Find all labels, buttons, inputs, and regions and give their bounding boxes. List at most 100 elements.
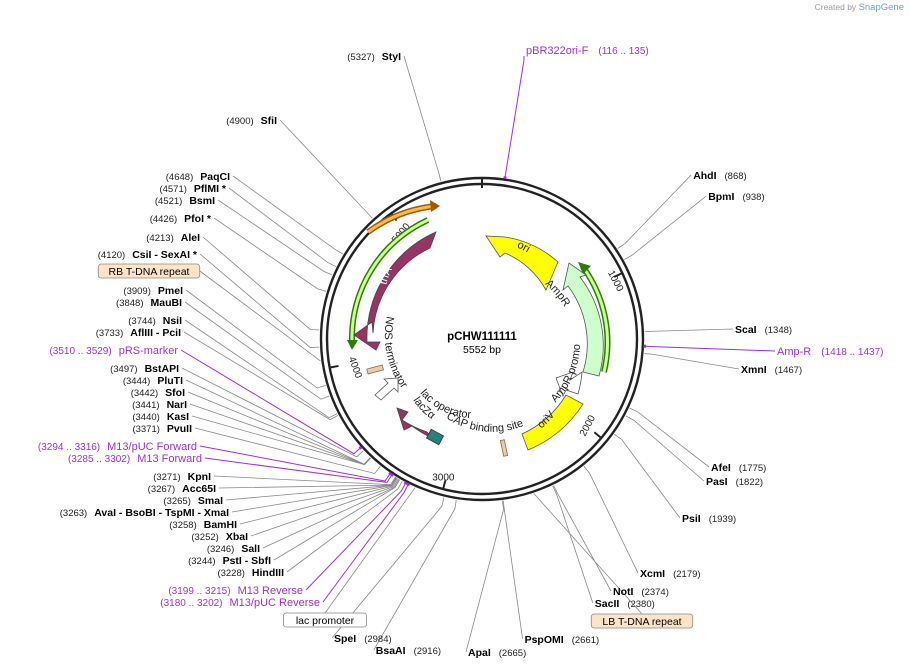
site-pfoi[interactable]: (4426)PfoI * (150, 213, 212, 225)
primer-m13-puc-forward[interactable]: (3294 .. 3316)M13/pUC Forward (38, 441, 197, 453)
site-position: (4521) (155, 196, 182, 207)
site-name-text: BstAPI (145, 363, 180, 375)
feature-cap-binding-site[interactable] (499, 439, 509, 457)
site-pluti[interactable]: (3444)PluTI (123, 375, 183, 387)
boxed-rb-t-dna-repeat[interactable]: RB T-DNA repeat (97, 263, 201, 279)
site-sali[interactable]: (3246)SalI (207, 543, 260, 555)
primer-m13-forward[interactable]: (3285 .. 3302)M13 Forward (68, 453, 202, 465)
primer-amp-r[interactable]: Amp-R(1418 .. 1437) (777, 346, 884, 358)
site-name-text: SacII (595, 598, 620, 610)
feature-oriv[interactable] (521, 394, 584, 451)
primer-label: (3180 .. 3202)M13/pUC Reverse (160, 597, 320, 609)
boxed-leader (199, 270, 321, 362)
site-bpmi[interactable]: BpmI(938) (708, 191, 764, 203)
site-bstapi[interactable]: (3497)BstAPI (110, 363, 179, 375)
site-leader (373, 499, 457, 651)
site-maubi[interactable]: (3848)MauBI (116, 297, 182, 309)
site-leader (331, 497, 445, 639)
site-pspomi[interactable]: PspOMI(2661) (525, 634, 600, 646)
site-label: (4120)CsiI - SexAI * (98, 249, 198, 261)
site-kasi[interactable]: (3440)KasI (132, 411, 189, 423)
primer-m13-puc-reverse[interactable]: (3180 .. 3202)M13/pUC Reverse (160, 597, 320, 609)
site-xbai[interactable]: (3252)XbaI (191, 531, 248, 543)
site-hindiii[interactable]: (3228)HindIII (217, 567, 284, 579)
primer-m13-reverse[interactable]: (3199 .. 3215)M13 Reverse (168, 585, 303, 597)
boxed-bg (97, 263, 201, 279)
site-smai[interactable]: (3265)SmaI (163, 495, 223, 507)
site-ahdi[interactable]: AhdI (868) (693, 170, 747, 182)
site-name-text: XmnI (741, 364, 767, 376)
site-psii[interactable]: PsiI(1939) (682, 513, 736, 525)
site-leader (194, 427, 381, 474)
primer-prs-marker[interactable]: (3510 .. 3529)pRS-marker (49, 345, 178, 357)
site-paqci[interactable]: (4648)PaqCI (166, 171, 230, 183)
feature-ori[interactable] (485, 235, 559, 291)
site-position: (3733) (96, 328, 123, 339)
site-pvuii[interactable]: (3371)PvuII (132, 423, 192, 435)
site-name-text: PstI - SbfI (223, 555, 272, 567)
feature-nos-terminator[interactable] (366, 364, 384, 375)
site-name-text: SalI (241, 543, 260, 555)
plasmid-length: 5552 bp (463, 344, 501, 356)
site-position: (1348) (765, 325, 792, 336)
site-position: (2984) (364, 634, 391, 645)
primer-leader (199, 445, 391, 482)
site-sfii[interactable]: (4900)SfiI (226, 115, 277, 127)
site-leader (185, 289, 326, 389)
feature-ampr-promoter[interactable] (555, 371, 583, 397)
site-sacii[interactable]: SacII (2380) (595, 598, 655, 610)
site-afei[interactable]: AfeI(1775) (711, 462, 766, 474)
site-kpni[interactable]: (3271)KpnI (153, 471, 211, 483)
site-afliii-pcii[interactable]: (3733)AflIII - PciI (96, 327, 181, 339)
site-bsaai[interactable]: BsaAI(2916) (376, 645, 441, 657)
feature-ampr[interactable] (562, 262, 604, 377)
site-leader (279, 119, 373, 219)
site-name-text: PaqCI (200, 171, 230, 183)
site-leader (184, 319, 338, 419)
site-name-text: StyI (382, 51, 401, 63)
boxed-lac-promoter[interactable]: lac promoter (282, 612, 367, 628)
site-pflmi[interactable]: (4571)PflMI * (159, 183, 226, 195)
site-name-text: AhdI (693, 170, 716, 182)
site-position: (2380) (627, 599, 654, 610)
primer-label: Amp-R(1418 .. 1437) (777, 346, 884, 358)
site-alei[interactable]: (4213)AleI (146, 232, 200, 244)
site-spei[interactable]: SpeI(2984) (334, 633, 392, 645)
site-nari[interactable]: (3441)NarI (132, 399, 187, 411)
site-leader (614, 433, 681, 519)
site-name-text: PfoI * (184, 213, 212, 225)
site-xmni[interactable]: XmnI(1467) (741, 364, 802, 376)
site-csii-sexai[interactable]: (4120)CsiI - SexAI * (98, 249, 198, 261)
site-position: (868) (725, 171, 747, 182)
site-leader (583, 465, 639, 574)
site-xcmi[interactable]: XcmI(2179) (640, 568, 701, 580)
primer-pbr322ori-f[interactable]: pBR322ori-F(116 .. 135) (526, 45, 649, 57)
site-leader (624, 195, 707, 260)
site-sfoi[interactable]: (3442)SfoI (131, 387, 185, 399)
site-noti[interactable]: NotI(2374) (613, 586, 669, 598)
snapgene-credit: Created by SnapGene (815, 2, 904, 13)
site-label: (3228)HindIII (217, 567, 284, 579)
site-bamhi[interactable]: (3258)BamHI (169, 519, 237, 531)
site-position: (4120) (98, 250, 125, 261)
site-acc65i[interactable]: (3267)Acc65I (148, 483, 216, 495)
site-psti-sbfi[interactable]: (3244)PstI - SbfI (188, 555, 271, 567)
site-nsii[interactable]: (3744)NsiI (128, 315, 182, 327)
credit-text: Created by (814, 2, 857, 12)
boxed-lb-t-dna-repeat[interactable]: LB T-DNA repeat (590, 613, 694, 629)
site-bsmi[interactable]: (4521)BsmI (155, 195, 215, 207)
site-pasi[interactable]: PasI(1822) (706, 476, 763, 488)
primer-range: (3510 .. 3529) (49, 346, 111, 357)
site-leader (199, 253, 320, 348)
site-apai[interactable]: ApaI(2665) (468, 647, 526, 659)
site-avai-bsobi-tspmi-xmai[interactable]: (3263)AvaI - BsoBI - TspMI - XmaI (60, 507, 229, 519)
primer-range: (116 .. 135) (598, 46, 648, 57)
site-position: (3263) (60, 508, 87, 519)
site-pmei[interactable]: (3909)PmeI (123, 285, 183, 297)
feature-trfa[interactable] (353, 231, 437, 351)
site-scai[interactable]: ScaI(1348) (735, 324, 792, 336)
site-name-text: SfoI (165, 387, 185, 399)
site-styi[interactable]: (5327)StyI (347, 51, 401, 63)
site-label: (3267)Acc65I (148, 483, 216, 495)
